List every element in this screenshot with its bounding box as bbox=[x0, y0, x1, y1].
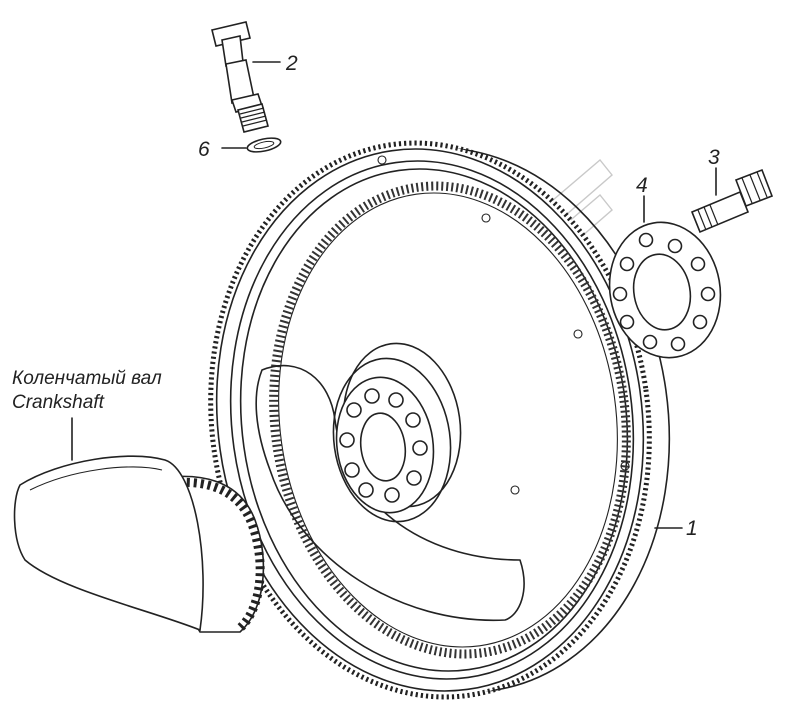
bolt-part-3 bbox=[690, 168, 774, 234]
fitting-part-2 bbox=[211, 21, 269, 133]
callout-3: 3 bbox=[708, 146, 720, 169]
callout-4: 4 bbox=[636, 174, 648, 197]
callout-1: 1 bbox=[686, 517, 698, 540]
crankshaft bbox=[13, 455, 265, 633]
crankshaft-label-en: Crankshaft bbox=[12, 392, 105, 413]
flywheel bbox=[208, 140, 671, 700]
washer-hole bbox=[253, 140, 275, 150]
plate-part-4 bbox=[608, 221, 722, 359]
callout-2: 2 bbox=[285, 52, 298, 75]
callout-6: 6 bbox=[198, 138, 210, 161]
washer-part-6 bbox=[246, 137, 282, 153]
crankshaft-label-ru: Коленчатый вал bbox=[12, 368, 162, 389]
